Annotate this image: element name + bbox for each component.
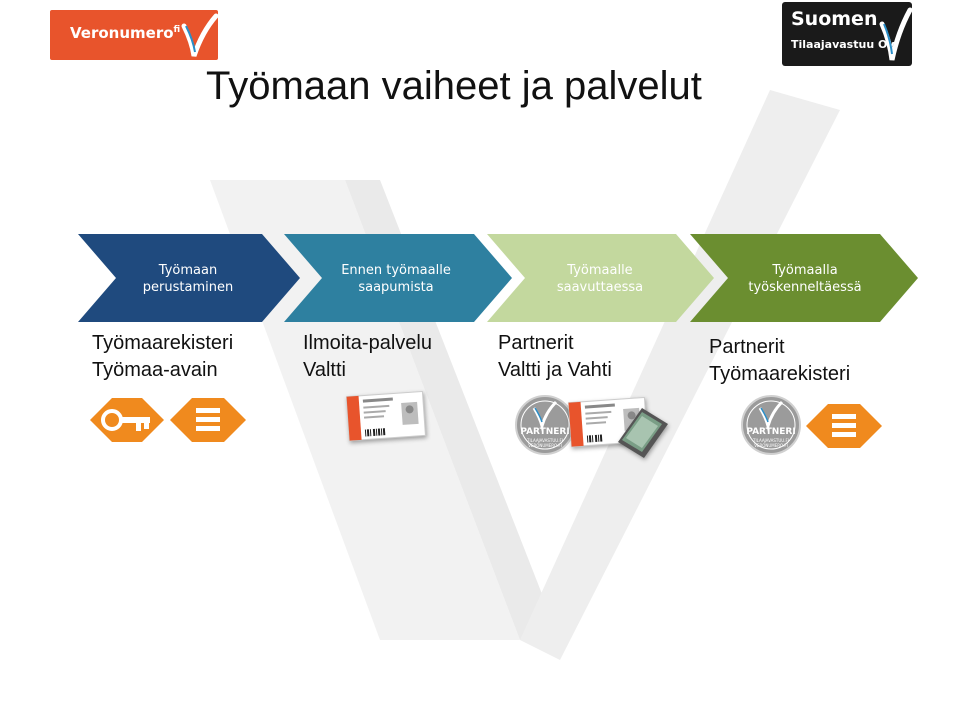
checkmark-icon bbox=[181, 13, 218, 57]
svg-text:PARTNERI: PARTNERI bbox=[520, 427, 569, 437]
page-title: Työmaan vaiheet ja palvelut bbox=[206, 64, 702, 108]
svg-text:TILAAJAVASTUU.FI: TILAAJAVASTUU.FI bbox=[752, 438, 789, 443]
svg-text:PARTNERI: PARTNERI bbox=[746, 427, 795, 437]
svg-text:TILAAJAVASTUU.FI: TILAAJAVASTUU.FI bbox=[526, 438, 563, 443]
phase-1-chevron bbox=[78, 234, 300, 322]
svg-text:VERONUMERO.FI: VERONUMERO.FI bbox=[528, 443, 562, 448]
partneri-badge-icon: PARTNERI TILAAJAVASTUU.FI VERONUMERO.FI bbox=[515, 395, 575, 455]
veronumero-logo: Veronumerofi bbox=[50, 10, 218, 60]
list-icon bbox=[170, 398, 246, 442]
svg-text:VERONUMERO.FI: VERONUMERO.FI bbox=[754, 443, 788, 448]
phase-4-chevron bbox=[690, 234, 918, 322]
partneri-badge-icon: PARTNERI TILAAJAVASTUU.FI VERONUMERO.FI bbox=[741, 395, 801, 455]
phase-3-chevron bbox=[487, 234, 714, 322]
vahti-reader-icon bbox=[618, 408, 668, 458]
list-icon bbox=[806, 404, 882, 448]
valtti-card-icon bbox=[346, 390, 426, 442]
suomen-tilaajavastuu-logo: Suomen Tilaajavastuu Oy bbox=[782, 2, 912, 66]
checkmark-icon bbox=[879, 7, 912, 61]
phase-1-icons bbox=[90, 398, 246, 442]
phase-2-chevron bbox=[284, 234, 512, 322]
key-icon bbox=[90, 398, 164, 442]
